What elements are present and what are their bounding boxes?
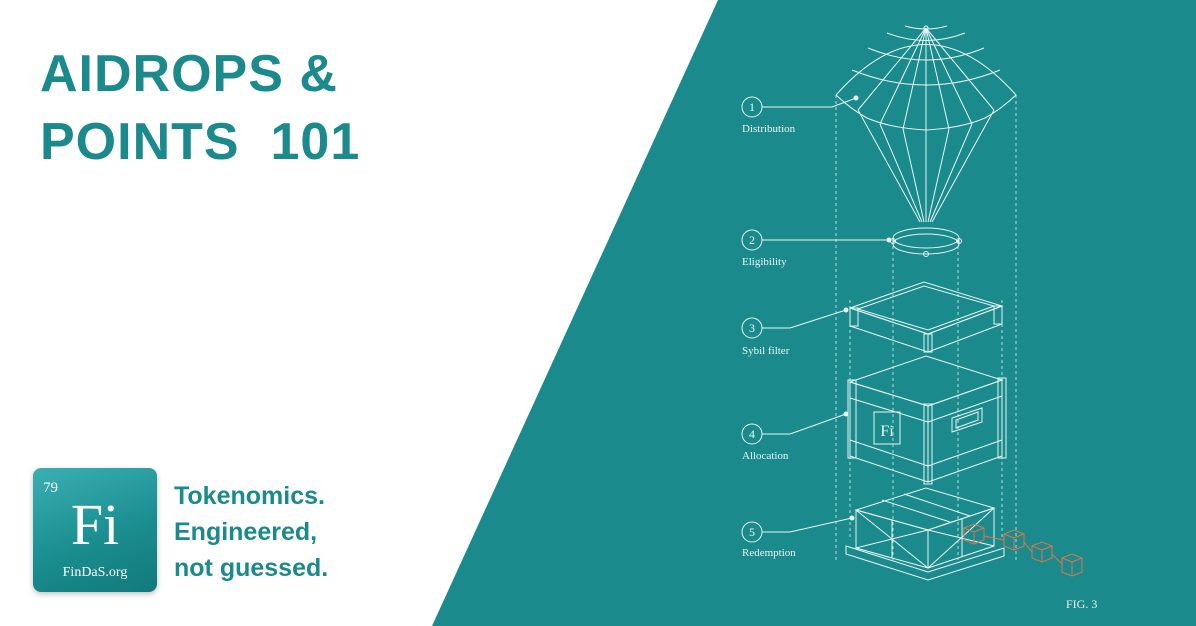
step-4-number: 4 bbox=[749, 427, 755, 441]
tagline-line-1: Tokenomics. bbox=[174, 482, 325, 510]
step-5-label: Redemption bbox=[742, 547, 796, 559]
token-chain-icon bbox=[963, 523, 1083, 577]
tagline: Tokenomics. Engineered, not guessed. bbox=[174, 478, 328, 586]
step-1-label: Distribution bbox=[742, 123, 796, 135]
step-3-label: Sybil filter bbox=[742, 345, 790, 357]
crate-lid-icon bbox=[848, 281, 1004, 353]
logo-tile: 79 Fi FinDaS.org bbox=[33, 468, 157, 592]
logo-atomic-number: 79 bbox=[43, 480, 58, 496]
crate-icon bbox=[847, 355, 1007, 485]
step-2-label: Eligibility bbox=[742, 256, 787, 268]
step-4-label: Allocation bbox=[742, 450, 789, 462]
page-title: AIDROPS & POINTS 101 bbox=[40, 40, 360, 176]
tagline-line-2: Engineered, bbox=[174, 518, 318, 546]
step-1-number: 1 bbox=[749, 100, 755, 114]
step-3-number: 3 bbox=[749, 321, 755, 335]
title-line-2: POINTS 101 bbox=[40, 113, 361, 171]
ring-icon bbox=[890, 227, 962, 257]
parachute-icon bbox=[835, 25, 1017, 223]
step-5-number: 5 bbox=[749, 525, 755, 539]
logo-symbol: Fi bbox=[70, 492, 120, 557]
step-2-number: 2 bbox=[749, 233, 755, 247]
tagline-line-3: not guessed. bbox=[174, 554, 329, 582]
figure-label: FIG. 3 bbox=[1066, 597, 1098, 611]
pallet-icon bbox=[845, 487, 1005, 581]
crate-logo-mark: Fi bbox=[880, 423, 894, 440]
logo-site-name: FinDaS.org bbox=[62, 565, 128, 580]
title-line-1: AIDROPS & bbox=[40, 45, 338, 103]
callout-leaders bbox=[741, 95, 892, 543]
